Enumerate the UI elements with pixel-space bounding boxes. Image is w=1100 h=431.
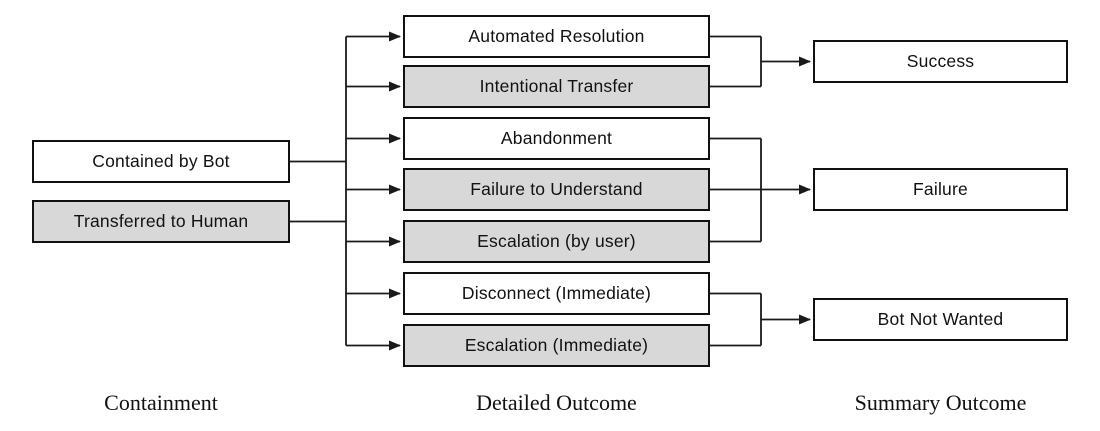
- detailed-outcome-box-escalation-by-user: Escalation (by user): [403, 220, 710, 263]
- summary-outcome-box-success: Success: [813, 40, 1068, 83]
- detailed-outcome-box-abandonment: Abandonment: [403, 117, 710, 160]
- detailed-outcome-box-failure-to-understand: Failure to Understand: [403, 168, 710, 211]
- detailed-outcome-box-automated-resolution: Automated Resolution: [403, 15, 710, 58]
- failure-bracket-line: [710, 137, 762, 243]
- summary-outcome-box-bot-not-wanted: Bot Not Wanted: [813, 298, 1068, 341]
- column-label-containment: Containment: [104, 390, 218, 415]
- detailed-outcome-box-escalation-immediate: Escalation (Immediate): [403, 324, 710, 367]
- containment-trunk-line: [290, 36, 347, 346]
- bot-not-wanted-bracket-line: [710, 292, 762, 347]
- column-label-summary-outcome: Summary Outcome: [854, 390, 1027, 415]
- column-label-detailed-outcome: Detailed Outcome: [476, 390, 637, 415]
- success-bracket-line: [710, 35, 762, 88]
- summary-outcome-box-failure: Failure: [813, 168, 1068, 211]
- containment-box-transferred-to-human: Transferred to Human: [32, 200, 290, 243]
- containment-box-contained-by-bot: Contained by Bot: [32, 140, 290, 183]
- detailed-outcome-box-intentional-transfer: Intentional Transfer: [403, 65, 710, 108]
- detailed-outcome-box-disconnect-immediate: Disconnect (Immediate): [403, 272, 710, 315]
